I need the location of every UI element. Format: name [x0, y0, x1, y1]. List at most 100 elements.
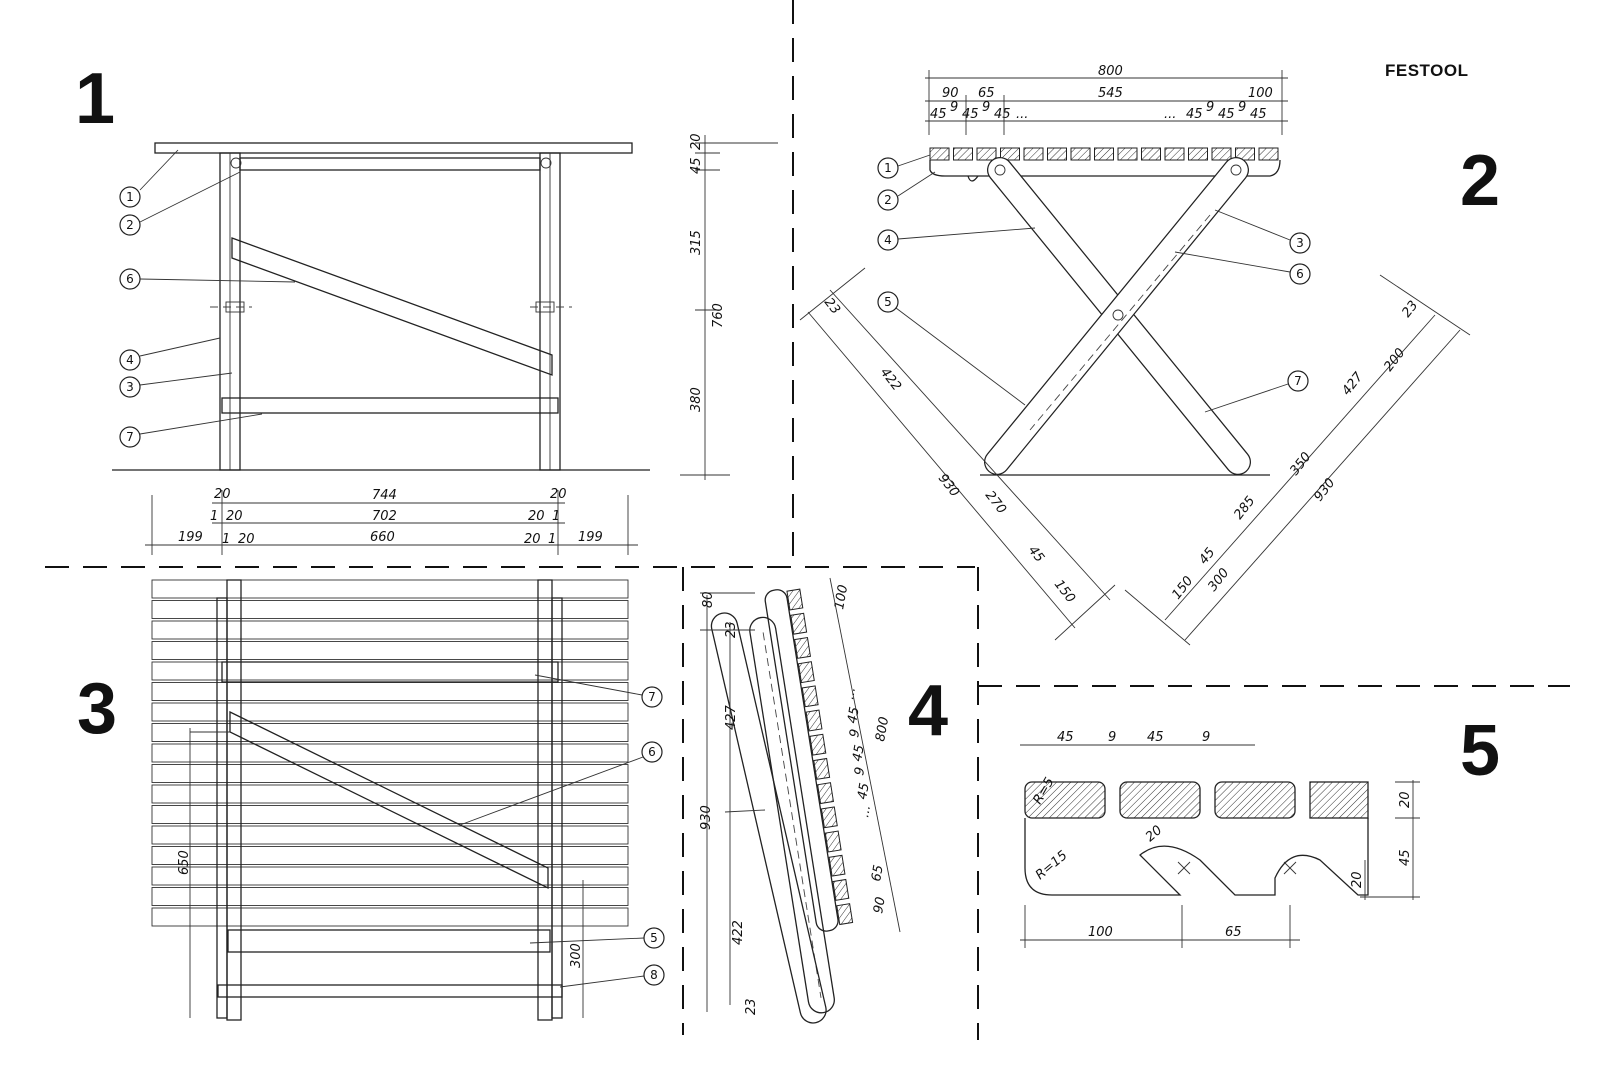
svg-text:350: 350: [1287, 450, 1314, 479]
svg-text:800: 800: [873, 716, 892, 743]
slat-section: [1164, 147, 1185, 161]
svg-text:9: 9: [852, 766, 868, 777]
svg-text:422: 422: [877, 365, 904, 394]
svg-text:20: 20: [524, 532, 541, 547]
panel-number-3: 3: [77, 669, 117, 749]
svg-text:23: 23: [1399, 298, 1421, 320]
svg-text:1: 1: [210, 509, 218, 524]
svg-text:270: 270: [982, 488, 1009, 517]
svg-text:930: 930: [699, 805, 714, 830]
slat-row: [929, 147, 1279, 161]
svg-text:...: ...: [842, 686, 859, 701]
callout-4: 4: [119, 337, 221, 371]
panel-number-4: 4: [908, 671, 948, 751]
slat: [151, 887, 629, 906]
svg-text:9: 9: [982, 100, 990, 115]
height-dimensions: 45 20 315 760 380: [680, 133, 778, 480]
panel-3-plan-view: 650 300 7 6 5 8: [151, 579, 665, 1021]
slat: [151, 866, 629, 886]
svg-text:1: 1: [548, 532, 556, 547]
callout-2: 2: [119, 171, 241, 236]
slat-section: [813, 757, 831, 780]
svg-text:65: 65: [1225, 925, 1242, 940]
svg-text:380: 380: [689, 387, 704, 412]
slat: [151, 702, 629, 722]
svg-text:800: 800: [1098, 64, 1123, 79]
slat-section: [797, 661, 815, 684]
slat: [151, 846, 629, 865]
svg-text:9: 9: [847, 728, 863, 739]
svg-text:1: 1: [222, 532, 230, 547]
right-leg-dimensions: 23 427 200 350 285 930 45 150 300: [1124, 274, 1471, 646]
svg-text:2: 2: [884, 193, 892, 207]
svg-text:100: 100: [1248, 86, 1273, 101]
svg-text:20: 20: [689, 133, 704, 150]
svg-text:422: 422: [731, 920, 746, 945]
svg-text:45: 45: [1218, 107, 1235, 122]
slat: [151, 661, 629, 681]
slat-section: [805, 709, 823, 732]
svg-text:9: 9: [1202, 730, 1210, 745]
callout-1: 1: [119, 149, 179, 208]
callout-8: 8: [559, 964, 665, 988]
callout-2: 2: [877, 171, 936, 211]
slat-section: [786, 588, 804, 611]
slat-section: [1117, 147, 1138, 161]
svg-text:90: 90: [942, 86, 959, 101]
slat: [151, 825, 629, 845]
callout-3: 3: [1214, 209, 1311, 254]
slat-section: [790, 612, 808, 635]
width-dimensions: 20 744 20 1 20 702 20 1 199 1 20 660 20 …: [145, 487, 638, 555]
slat-section: [794, 636, 812, 659]
callout-6: 6: [119, 268, 296, 290]
slat: [151, 682, 629, 701]
svg-text:660: 660: [370, 530, 395, 545]
festool-logo: FESTOOL: [1385, 61, 1468, 80]
svg-text:427: 427: [1339, 369, 1367, 398]
slat-section: [1000, 147, 1020, 161]
svg-text:20: 20: [226, 509, 243, 524]
svg-text:9: 9: [1108, 730, 1116, 745]
svg-text:7: 7: [648, 690, 656, 704]
svg-text:20: 20: [238, 532, 255, 547]
slat-lines: [151, 579, 629, 927]
svg-text:150: 150: [1051, 577, 1078, 606]
svg-text:9: 9: [1238, 100, 1246, 115]
svg-text:90: 90: [871, 896, 889, 915]
svg-text:45: 45: [1186, 107, 1203, 122]
svg-text:45: 45: [1057, 730, 1074, 745]
svg-text:...: ...: [1164, 107, 1176, 122]
svg-text:20: 20: [1143, 823, 1165, 845]
callout-6: 6: [459, 741, 663, 826]
svg-text:7: 7: [1294, 374, 1302, 388]
callout-1: 1: [877, 154, 931, 179]
svg-text:45: 45: [850, 744, 868, 763]
slat-section: [836, 903, 854, 926]
slat: [151, 600, 629, 619]
svg-text:...: ...: [857, 804, 874, 819]
svg-text:930: 930: [935, 471, 962, 500]
svg-text:5: 5: [884, 295, 892, 309]
svg-text:65: 65: [869, 864, 887, 883]
slat-section: [1070, 147, 1091, 161]
slat-section: [820, 806, 838, 829]
svg-text:6: 6: [1296, 267, 1304, 281]
svg-text:150: 150: [1169, 574, 1196, 603]
panel-number-2: 2: [1460, 141, 1500, 221]
callout-5: 5: [877, 291, 1026, 406]
callout-3: 3: [119, 372, 233, 398]
panel-5-profile-detail: 45 9 45 9 R=5 R=15 20 20 45 20 100 65: [1020, 730, 1420, 948]
slat: [151, 784, 629, 804]
svg-text:23: 23: [821, 295, 843, 317]
svg-text:45: 45: [962, 107, 979, 122]
callout-6: 6: [1174, 251, 1311, 285]
svg-text:20: 20: [1350, 871, 1365, 888]
svg-text:65: 65: [978, 86, 995, 101]
slat: [151, 805, 629, 824]
callout-4: 4: [877, 227, 1036, 251]
svg-text:4: 4: [126, 353, 134, 367]
svg-text:315: 315: [689, 230, 704, 255]
svg-text:45: 45: [994, 107, 1011, 122]
svg-text:5: 5: [650, 931, 658, 945]
panel-2-side-view: 800 90 65 545 100 45 9 45 9 45 ... ... 4…: [799, 64, 1471, 646]
